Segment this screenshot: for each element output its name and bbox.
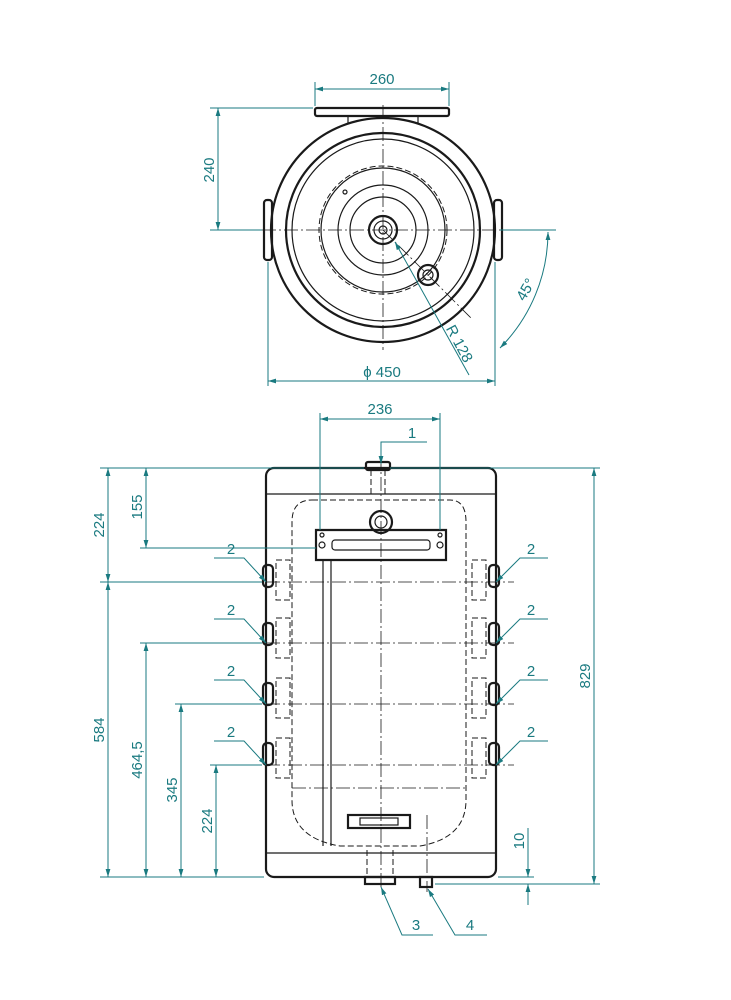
inspection-opening xyxy=(346,813,412,830)
callout-2-left-3: 2 xyxy=(227,663,235,680)
mounting-plate xyxy=(313,106,451,118)
bottom-connection-4 xyxy=(418,875,434,889)
callout-2-right-3: 2 xyxy=(527,663,535,680)
dim-240: 240 xyxy=(201,157,218,182)
top-connection xyxy=(364,460,392,472)
right-lug-4 xyxy=(487,741,501,767)
dim-584: 584 xyxy=(91,717,108,742)
dim-155: 155 xyxy=(129,494,146,519)
dim-345: 345 xyxy=(164,777,181,802)
callout-4: 4 xyxy=(466,917,474,934)
right-lug-3 xyxy=(487,681,501,707)
dim-angle-45: 45° xyxy=(513,276,539,304)
right-lug-1 xyxy=(487,563,501,589)
dim-236: 236 xyxy=(367,401,392,418)
callout-2-left-4: 2 xyxy=(227,724,235,741)
callout-2-right-4: 2 xyxy=(527,724,535,741)
front-view: 236 1 224 155 584 464,5 345 224 xyxy=(91,401,600,936)
dim-224-bottom: 224 xyxy=(199,808,216,833)
dim-diameter-450: ϕ 450 xyxy=(363,364,401,381)
callout-2-right-1: 2 xyxy=(527,541,535,558)
right-lug-2 xyxy=(487,621,501,647)
dim-10: 10 xyxy=(511,833,528,850)
left-lug-1 xyxy=(261,563,275,589)
dim-radius-128: R 128 xyxy=(442,322,476,365)
inner-vessel-hidden xyxy=(291,499,467,847)
bottom-connection-3 xyxy=(363,875,397,886)
dim-260: 260 xyxy=(369,71,394,88)
left-lug-3 xyxy=(261,681,275,707)
dim-464-5: 464,5 xyxy=(129,741,146,779)
callout-2-left-2: 2 xyxy=(227,602,235,619)
dim-829: 829 xyxy=(577,663,594,688)
dim-224-top: 224 xyxy=(91,512,108,537)
callout-2-right-2: 2 xyxy=(527,602,535,619)
callout-2-left-1: 2 xyxy=(227,541,235,558)
callout-3: 3 xyxy=(412,917,420,934)
left-lug-2 xyxy=(261,621,275,647)
top-view: 260 240 ϕ 450 R 128 45° xyxy=(201,71,556,386)
mounting-bracket xyxy=(314,528,448,562)
callout-1: 1 xyxy=(408,425,416,442)
left-lug-4 xyxy=(261,741,275,767)
outlet-port xyxy=(416,263,440,287)
